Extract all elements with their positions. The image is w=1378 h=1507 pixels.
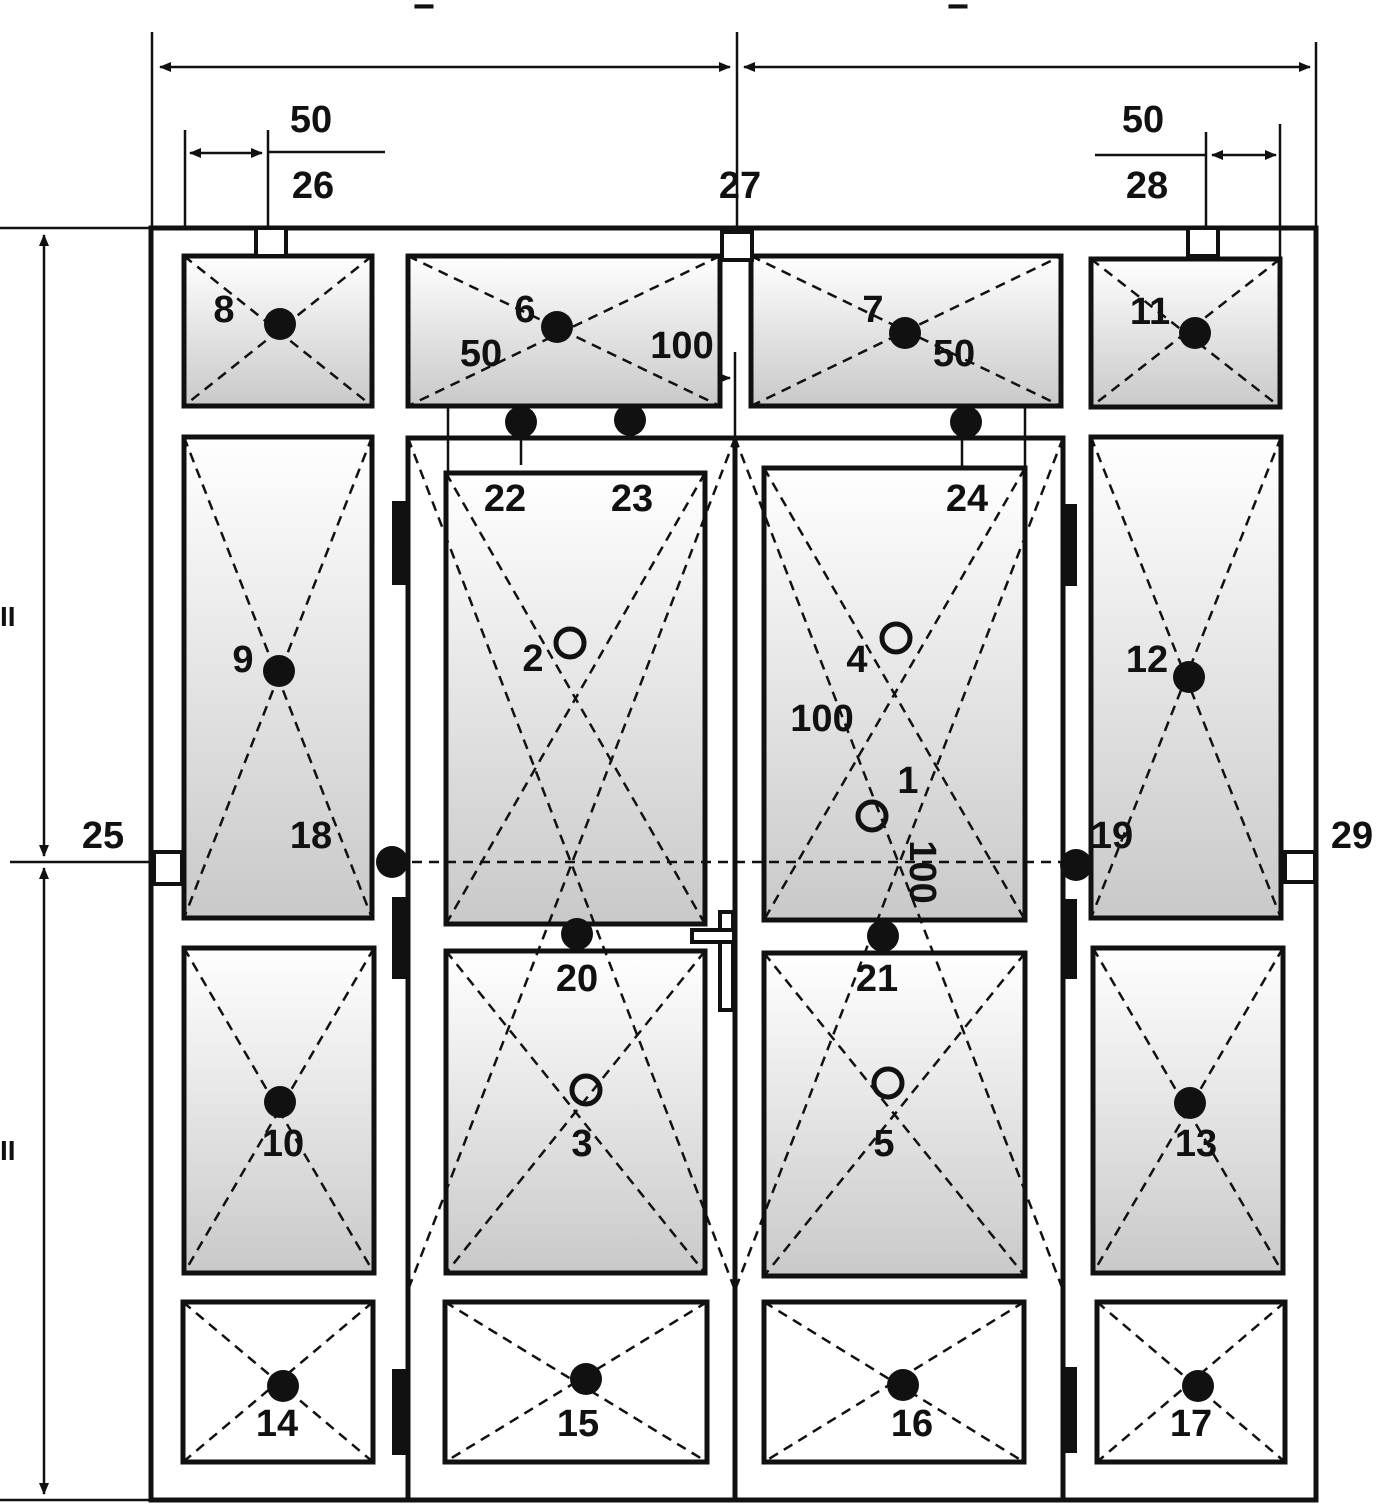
label-point-2: 2 xyxy=(522,638,543,680)
label-point-7: 7 xyxy=(862,289,883,331)
dim-50-point-22: 50 xyxy=(460,333,502,375)
label-point-4: 4 xyxy=(846,639,867,681)
label-point-10: 10 xyxy=(262,1123,304,1165)
dim-50-top-left: 50 xyxy=(290,99,332,141)
label-point-11: 11 xyxy=(1130,291,1170,333)
dim-100-horizontal: 100 xyxy=(790,698,853,740)
equal-mark-right: = xyxy=(947,0,969,23)
anchor-points xyxy=(152,226,1317,886)
equal-mark-lower-height: II xyxy=(0,1135,16,1166)
label-point-6: 6 xyxy=(514,289,535,331)
label-point-3: 3 xyxy=(571,1123,592,1165)
dim-50-point-24: 50 xyxy=(933,333,975,375)
label-point-13: 13 xyxy=(1175,1123,1217,1165)
equal-mark-upper-height: II xyxy=(0,601,16,632)
label-point-8: 8 xyxy=(213,289,234,331)
label-point-18: 18 xyxy=(290,815,332,857)
label-point-23: 23 xyxy=(611,478,653,520)
label-point-29: 29 xyxy=(1331,815,1373,857)
equal-mark-left: = xyxy=(413,0,435,23)
label-point-16: 16 xyxy=(891,1403,933,1445)
label-point-17: 17 xyxy=(1170,1403,1212,1445)
measurement-points xyxy=(263,308,1214,1402)
labels: = = II II 50 50 50 100 50 100 100 1 2 3 … xyxy=(0,0,1373,1445)
hinges xyxy=(392,501,1077,1455)
label-point-5: 5 xyxy=(873,1123,894,1165)
label-point-28: 28 xyxy=(1126,165,1168,207)
label-point-26: 26 xyxy=(292,165,334,207)
label-point-20: 20 xyxy=(556,958,598,1000)
label-point-21: 21 xyxy=(856,958,898,1000)
label-point-14: 14 xyxy=(256,1403,298,1445)
dim-100-point-23: 100 xyxy=(650,325,713,367)
label-point-12: 12 xyxy=(1126,639,1168,681)
label-point-25: 25 xyxy=(82,815,124,857)
label-point-19: 19 xyxy=(1091,815,1133,857)
dim-50-top-right: 50 xyxy=(1122,99,1164,141)
label-point-22: 22 xyxy=(484,478,526,520)
label-point-1: 1 xyxy=(897,760,918,802)
label-point-24: 24 xyxy=(946,478,988,520)
label-point-9: 9 xyxy=(232,639,253,681)
dim-100-vertical: 100 xyxy=(901,840,943,903)
door-handle xyxy=(690,910,736,1012)
label-point-27: 27 xyxy=(719,165,761,207)
label-point-15: 15 xyxy=(557,1403,599,1445)
